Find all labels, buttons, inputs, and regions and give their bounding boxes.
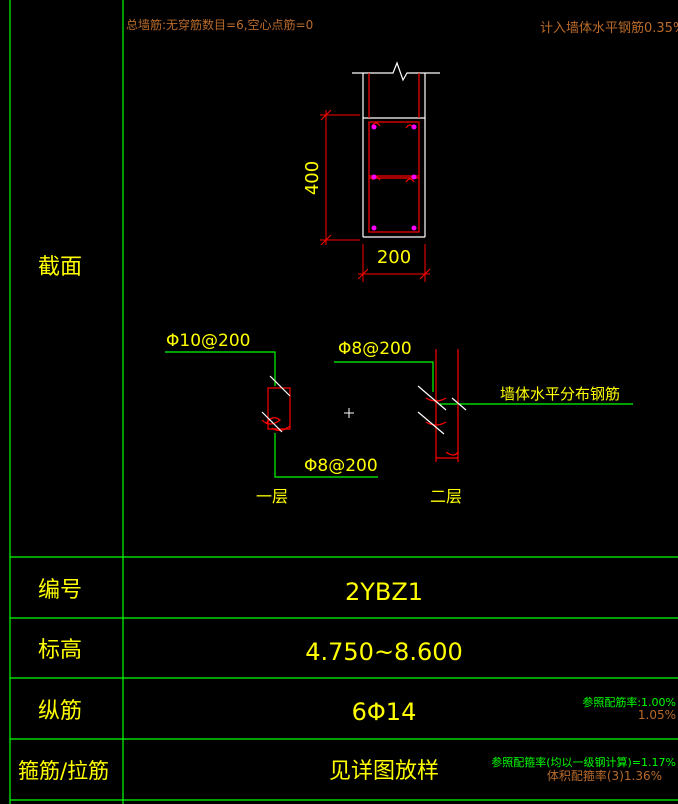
crosshair [344, 408, 354, 418]
tie-label-2: Φ8@200 [304, 456, 378, 476]
top-right-note: 计入墙体水平钢筋0.35% [540, 20, 678, 36]
table-row: 纵筋 6Φ14 参照配筋率:1.00% 1.05% [38, 695, 676, 726]
top-note: 总墙筋:无穿筋数目=6,空心点筋=0 [126, 17, 313, 32]
row-value-stirrup: 见详图放样 [329, 759, 439, 784]
layer-2-label: 二层 [430, 487, 462, 506]
table-grid [9, 0, 678, 804]
row-value-elevation: 4.750~8.600 [305, 638, 463, 666]
volume-ratio-label: 体积配箍率(3)1.36% [547, 768, 662, 783]
row-label-elevation: 标高 [38, 638, 82, 663]
rebar-ratio-value: 1.05% [638, 708, 676, 722]
detail-layer-1: Φ10@200 Φ8@200 一层 [165, 331, 378, 506]
table-row: 编号 2YBZ1 [38, 578, 423, 606]
column-section: 400 200 [302, 61, 440, 282]
dim-height: 400 [302, 161, 323, 195]
table-row: 标高 4.750~8.600 [38, 638, 463, 666]
row-value-longitudinal: 6Φ14 [352, 698, 417, 726]
dim-width: 200 [377, 247, 411, 268]
tie-label-1: Φ10@200 [166, 331, 250, 351]
row-value-number: 2YBZ1 [345, 578, 423, 606]
row-label-stirrup: 箍筋/拉筋 [18, 759, 109, 783]
rebar-ratio-label: 参照配筋率:1.00% [582, 695, 676, 709]
tie-label-3: Φ8@200 [338, 339, 412, 359]
layer-1-label: 一层 [256, 487, 288, 506]
row-label-number: 编号 [38, 578, 82, 603]
section-row-label: 截面 [38, 255, 82, 280]
detail-layer-2: Φ8@200 墙体水平分布钢筋 二层 [334, 339, 633, 506]
wall-rebar-label: 墙体水平分布钢筋 [500, 385, 620, 403]
stirrup-ratio-label: 参照配箍率(均以一级钢计算)=1.17% [491, 755, 676, 769]
rebar-nodes [371, 124, 417, 231]
table-row: 箍筋/拉筋 见详图放样 参照配箍率(均以一级钢计算)=1.17% 体积配箍率(3… [18, 755, 676, 784]
row-label-longitudinal: 纵筋 [38, 699, 82, 724]
